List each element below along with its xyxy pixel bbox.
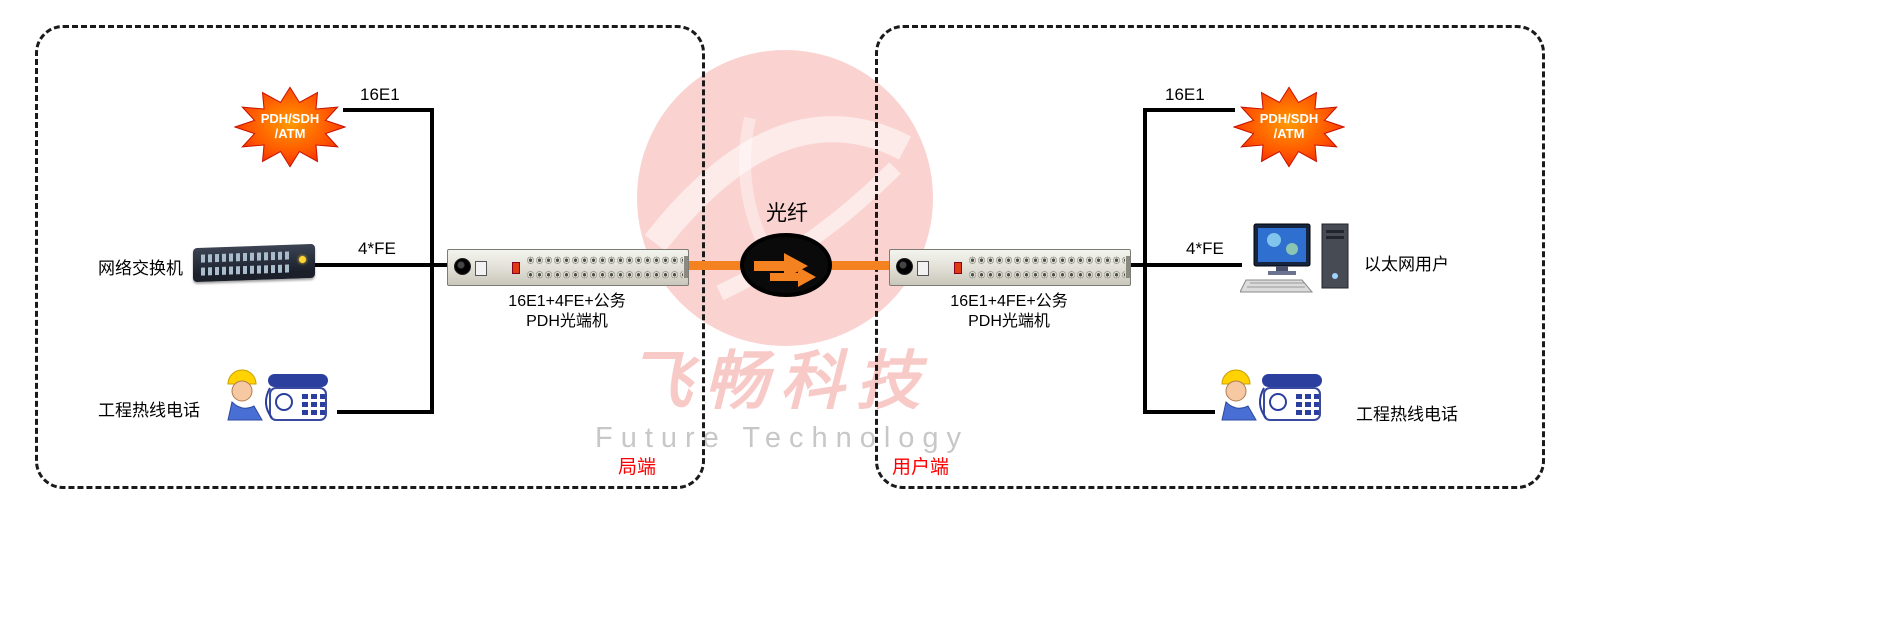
left-device-label-line1: 16E1+4FE+公务: [508, 293, 626, 310]
left-16e1-line: [343, 108, 434, 112]
bnc-connector-field: [526, 253, 683, 282]
left-4fe-label: 4*FE: [358, 239, 396, 258]
left-starburst-text: PDH/SDH /ATM: [234, 86, 346, 168]
zone-box-central-office: [35, 25, 705, 489]
fiber-label: 光纤: [766, 202, 808, 225]
right-phone-label: 工程热线电话: [1356, 405, 1458, 424]
right-bus-line: [1143, 108, 1147, 414]
power-socket-icon: [896, 258, 913, 275]
left-starburst-line1: PDH/SDH: [260, 111, 320, 127]
power-socket-icon: [454, 258, 471, 275]
left-phone-label: 工程热线电话: [98, 401, 200, 420]
left-device-label: 16E1+4FE+公务 PDH光端机: [447, 292, 687, 332]
device-end-cap: [1126, 256, 1130, 278]
left-hotline-phone-icon: [218, 358, 338, 430]
right-device-label-line1: 16E1+4FE+公务: [950, 293, 1068, 310]
power-switch-icon: [917, 261, 929, 276]
switch-chassis: [193, 243, 315, 283]
right-pdh-terminal-device: [889, 249, 1131, 286]
right-4fe-line: [1129, 263, 1242, 267]
left-pdh-terminal-device: [447, 249, 689, 286]
right-16e1-label: 16E1: [1165, 85, 1205, 104]
right-phone-line: [1143, 410, 1215, 414]
device-led-icon: [512, 262, 520, 274]
right-hotline-phone-icon: [1212, 358, 1332, 430]
right-pdh-sdh-atm-starburst: PDH/SDH /ATM: [1233, 86, 1345, 168]
device-end-cap: [684, 256, 688, 278]
right-starburst-line1: PDH/SDH: [1259, 111, 1319, 127]
ethernet-switch-icon: [193, 243, 315, 283]
left-device-label-line2: PDH光端机: [526, 313, 608, 330]
right-16e1-line: [1143, 108, 1235, 112]
switch-led: [299, 256, 306, 263]
zone-label-central-office: 局端: [618, 457, 657, 478]
zone-label-user-side: 用户端: [892, 457, 950, 478]
left-16e1-label: 16E1: [360, 85, 400, 104]
desktop-computer-icon: [1240, 222, 1358, 296]
left-switch-label: 网络交换机: [98, 259, 183, 278]
right-starburst-text: PDH/SDH /ATM: [1233, 86, 1345, 168]
right-pc-label: 以太网用户: [1364, 255, 1449, 274]
device-led-icon: [954, 262, 962, 274]
right-device-label: 16E1+4FE+公务 PDH光端机: [889, 292, 1129, 332]
fiber-coupler-icon: [738, 231, 834, 299]
left-pdh-sdh-atm-starburst: PDH/SDH /ATM: [234, 86, 346, 168]
right-device-label-line2: PDH光端机: [968, 313, 1050, 330]
power-switch-icon: [475, 261, 487, 276]
right-starburst-line2: /ATM: [1273, 126, 1305, 141]
bnc-connector-field: [968, 253, 1125, 282]
right-4fe-label: 4*FE: [1186, 239, 1224, 258]
left-bus-line: [430, 108, 434, 414]
left-4fe-line: [313, 263, 448, 267]
left-phone-line: [337, 410, 434, 414]
left-starburst-line2: /ATM: [274, 126, 306, 141]
